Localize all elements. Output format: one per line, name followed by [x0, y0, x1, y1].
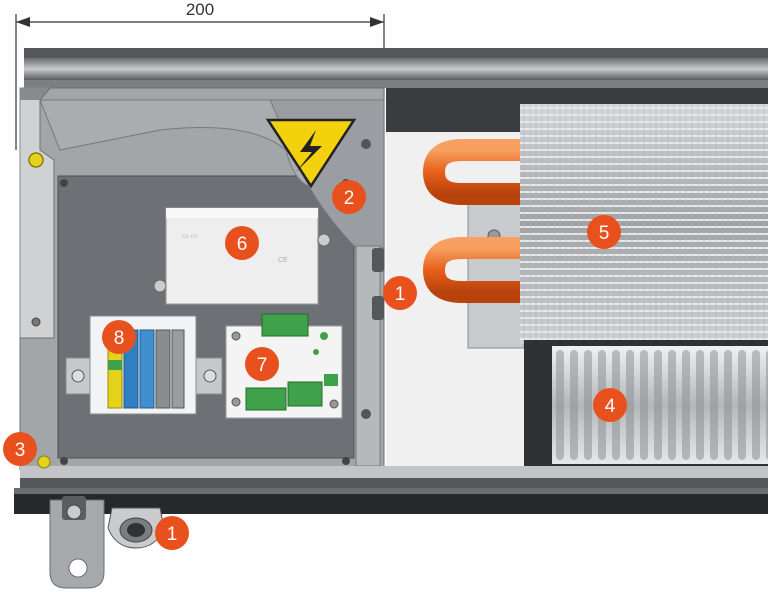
- callout-1a: 1: [383, 276, 417, 310]
- svg-text:CE: CE: [278, 257, 288, 264]
- heat-exchanger-fins: [520, 104, 768, 344]
- earth-connector: [37, 455, 51, 469]
- bottom-frame: [14, 466, 768, 514]
- svg-text:▭ ▭: ▭ ▭: [182, 233, 197, 240]
- callout-2-label: 2: [344, 188, 355, 209]
- callout-1b-label: 1: [167, 524, 178, 545]
- callout-8-label: 8: [114, 328, 125, 349]
- callout-6: 6: [225, 226, 259, 260]
- dimension-label: 200: [186, 0, 214, 19]
- callout-3-label: 3: [15, 440, 26, 461]
- callout-7-label: 7: [257, 355, 268, 376]
- callout-5-label: 5: [599, 223, 610, 244]
- callout-1b: 1: [155, 516, 189, 550]
- callout-8: 8: [102, 320, 136, 354]
- high-voltage-warning-icon: [265, 118, 357, 189]
- panel-fasteners: [372, 248, 384, 320]
- mounting-foot: [49, 496, 105, 589]
- control-board: [225, 313, 343, 419]
- cable-gland: [107, 507, 165, 549]
- callout-2: 2: [332, 180, 366, 214]
- callout-5: 5: [587, 215, 621, 249]
- heating-pipes: [422, 139, 520, 303]
- callout-3: 3: [3, 432, 37, 466]
- callout-4: 4: [593, 388, 627, 422]
- callout-1a-label: 1: [395, 284, 406, 305]
- callout-6-label: 6: [237, 234, 248, 255]
- fan-blades: [556, 350, 768, 460]
- callout-7: 7: [245, 347, 279, 381]
- callout-4-label: 4: [605, 396, 616, 417]
